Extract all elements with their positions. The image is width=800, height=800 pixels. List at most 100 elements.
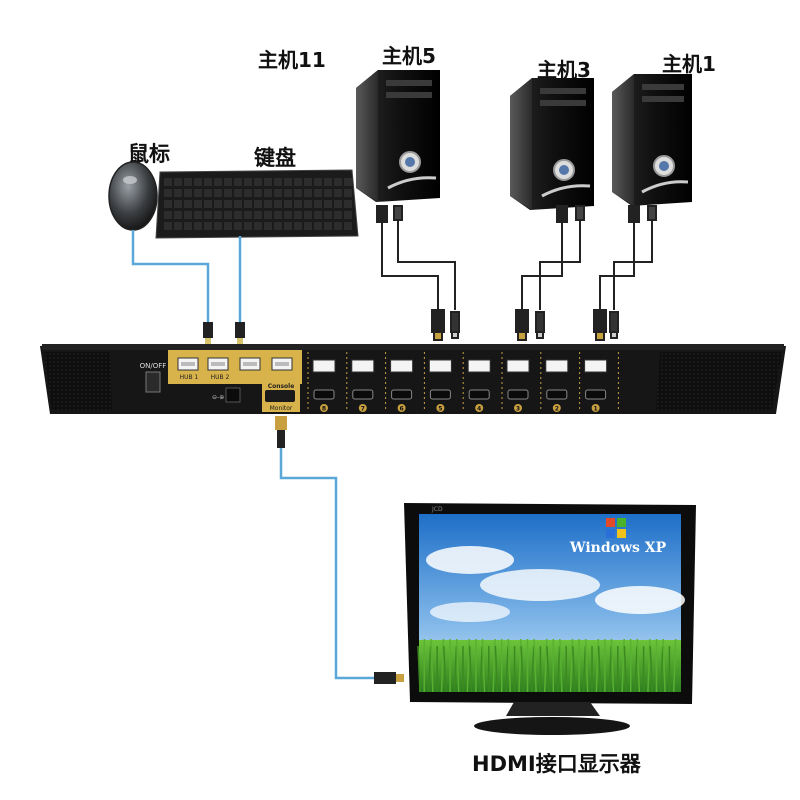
grass-blade	[556, 645, 561, 693]
host-hdmi-port[interactable]	[391, 389, 413, 400]
port-number-badge	[358, 404, 367, 412]
windows-logo-icon	[606, 518, 626, 538]
port-number-badge	[436, 404, 445, 412]
keyboard-key	[294, 222, 302, 230]
grass-blade	[608, 645, 612, 693]
keyboard-key	[214, 200, 222, 208]
grass-blade	[597, 645, 602, 693]
usb-plug	[535, 311, 545, 333]
keyboard-keys	[164, 178, 352, 230]
host-hdmi-port[interactable]	[429, 389, 451, 400]
keyboard-key	[234, 222, 242, 230]
port-number-badge	[475, 404, 484, 412]
keyboard-key	[174, 189, 182, 197]
keyboard-key	[194, 200, 202, 208]
host-usb-port[interactable]	[584, 359, 608, 373]
keyboard-key	[304, 178, 312, 186]
port-number: 2	[555, 406, 559, 413]
monitor-hdmi-cable	[275, 416, 404, 684]
keyboard-key	[214, 211, 222, 219]
keyboard-key	[214, 178, 222, 186]
host-hdmi-port[interactable]	[507, 389, 529, 400]
grass-blade	[582, 645, 587, 693]
console-hdmi-port[interactable]	[265, 390, 295, 402]
host-hdmi-port[interactable]	[468, 389, 490, 400]
dc-power-jack[interactable]	[225, 387, 241, 403]
keyboard-key	[194, 178, 202, 186]
keyboard-key	[284, 211, 292, 219]
keyboard-key	[274, 222, 282, 230]
hdmi-plug	[628, 205, 640, 223]
label-monitor: HDMI接口显示器	[472, 752, 641, 776]
keyboard-key	[174, 178, 182, 186]
host-hdmi-port[interactable]	[585, 389, 607, 400]
keyboard-key	[244, 211, 252, 219]
keyboard-key	[234, 200, 242, 208]
keyboard-key	[334, 189, 342, 197]
keyboard-key	[254, 200, 262, 208]
keyboard-key	[324, 178, 332, 186]
keyboard-key	[274, 189, 282, 197]
keyboard-key	[324, 211, 332, 219]
label-host5: 主机5	[382, 44, 436, 68]
keyboard-key	[334, 211, 342, 219]
host-usb-port[interactable]	[390, 359, 414, 373]
usb-plug	[393, 205, 403, 221]
keyboard-key	[184, 178, 192, 186]
port-number: 4	[477, 406, 481, 413]
grass-blade	[662, 638, 666, 693]
port-number-badge	[552, 404, 561, 412]
keyboard-key	[294, 200, 302, 208]
keyboard-key	[284, 189, 292, 197]
label-host11: 主机11	[258, 48, 326, 72]
keyboard-key	[264, 211, 272, 219]
host-usb-port[interactable]	[467, 359, 491, 373]
host-usb-port[interactable]	[506, 359, 530, 373]
label-keyboard: 键盘	[254, 146, 296, 170]
keyboard-key	[194, 189, 202, 197]
port-number: 1	[594, 406, 598, 413]
port-number: 7	[361, 406, 365, 413]
host-usb-port[interactable]	[545, 359, 569, 373]
host-hdmi-port[interactable]	[352, 389, 374, 400]
port-number: 3	[516, 406, 520, 413]
label-host1: 主机1	[662, 52, 716, 76]
keyboard-key	[344, 178, 352, 186]
grass-blade	[455, 638, 460, 693]
host-usb-port[interactable]	[351, 359, 375, 373]
grass-blade	[531, 645, 535, 693]
dc-symbol-icon: ⊖-⊕	[212, 394, 224, 401]
keyboard-key	[304, 222, 312, 230]
keyboard-key	[164, 222, 172, 230]
monitor-port-label: Monitor	[270, 405, 293, 412]
keyboard-key	[334, 178, 342, 186]
keyboard-key	[254, 189, 262, 197]
host-hdmi-port[interactable]	[313, 389, 335, 400]
keyboard-key	[274, 211, 282, 219]
keyboard-key	[284, 178, 292, 186]
grass-blade	[572, 645, 576, 693]
keyboard-key	[304, 200, 312, 208]
power-switch[interactable]	[145, 371, 161, 393]
grass-blade	[533, 638, 537, 693]
keyboard-key	[184, 189, 192, 197]
keyboard-key	[294, 178, 302, 186]
os-text: Windows XP	[569, 540, 667, 556]
host-usb-port[interactable]	[428, 359, 452, 373]
usb-plug-tip	[536, 331, 544, 339]
usb-port-tongue	[243, 362, 257, 366]
monitor-brand: JCD	[431, 506, 443, 513]
keyboard-key	[264, 178, 272, 186]
host-hdmi-port[interactable]	[546, 389, 568, 400]
grass-blade	[634, 645, 638, 693]
keyboard-key	[204, 200, 212, 208]
hdmi-plug	[376, 205, 388, 223]
host-usb-port[interactable]	[312, 359, 336, 373]
hdmi-plug	[431, 309, 445, 333]
grass-blade	[546, 645, 550, 693]
monitor-base	[474, 717, 630, 735]
keyboard-key	[274, 178, 282, 186]
keyboard-key	[164, 189, 172, 197]
grass-blade	[417, 645, 421, 693]
keyboard-key	[294, 211, 302, 219]
